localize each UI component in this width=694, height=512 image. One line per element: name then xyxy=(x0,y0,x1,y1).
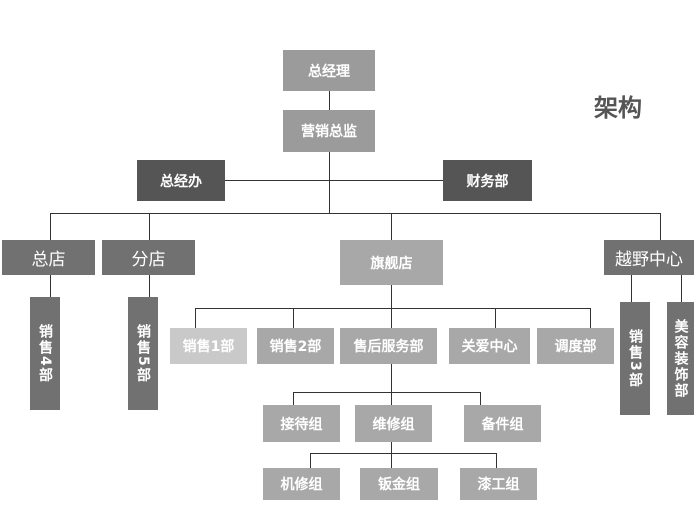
connector xyxy=(480,392,481,405)
connector xyxy=(149,275,150,297)
node-sheet-metal: 钣金组 xyxy=(360,468,438,500)
connector xyxy=(391,364,392,405)
connector xyxy=(293,392,294,405)
node-after-sales: 售后服务部 xyxy=(340,328,437,364)
connector xyxy=(496,453,497,468)
node-sales-4: 销售4部 xyxy=(30,297,60,410)
node-main-store: 总店 xyxy=(2,240,95,275)
node-sales-2: 销售2部 xyxy=(257,328,334,364)
node-general-manager: 总经理 xyxy=(283,50,375,91)
connector xyxy=(631,275,632,302)
connector xyxy=(329,91,330,213)
connector xyxy=(149,213,150,240)
node-flagship-store: 旗舰店 xyxy=(340,240,443,285)
connector xyxy=(681,275,682,302)
connector xyxy=(50,213,661,214)
connector xyxy=(590,308,591,328)
connector xyxy=(391,442,392,468)
node-repair: 维修组 xyxy=(355,405,432,442)
node-finance: 财务部 xyxy=(443,160,532,201)
node-sales-1: 销售1部 xyxy=(170,328,247,364)
node-parts: 备件组 xyxy=(464,405,541,442)
connector xyxy=(293,392,480,393)
connector xyxy=(195,308,591,309)
connector xyxy=(50,275,51,297)
node-general-office: 总经办 xyxy=(137,160,225,201)
connector xyxy=(310,453,311,468)
node-marketing-director: 营销总监 xyxy=(283,110,375,152)
node-beauty-decoration: 美容装饰部 xyxy=(667,302,694,415)
connector xyxy=(195,308,196,328)
node-care-center: 关爱中心 xyxy=(449,328,530,364)
connector xyxy=(310,453,496,454)
node-dispatch: 调度部 xyxy=(537,328,614,364)
connector xyxy=(50,213,51,240)
connector xyxy=(225,180,443,181)
node-reception: 接待组 xyxy=(263,405,340,442)
node-branch-store: 分店 xyxy=(102,240,195,275)
connector xyxy=(660,213,661,240)
connector xyxy=(293,308,294,328)
node-sales-3: 销售3部 xyxy=(620,302,650,415)
connector xyxy=(495,308,496,328)
connector xyxy=(391,213,392,240)
node-sales-5: 销售5部 xyxy=(128,297,158,410)
diagram-title: 架构 xyxy=(594,94,642,122)
node-paint: 漆工组 xyxy=(460,468,537,500)
node-mechanical: 机修组 xyxy=(263,468,340,500)
connector xyxy=(391,285,392,328)
node-offroad-center: 越野中心 xyxy=(604,240,694,275)
